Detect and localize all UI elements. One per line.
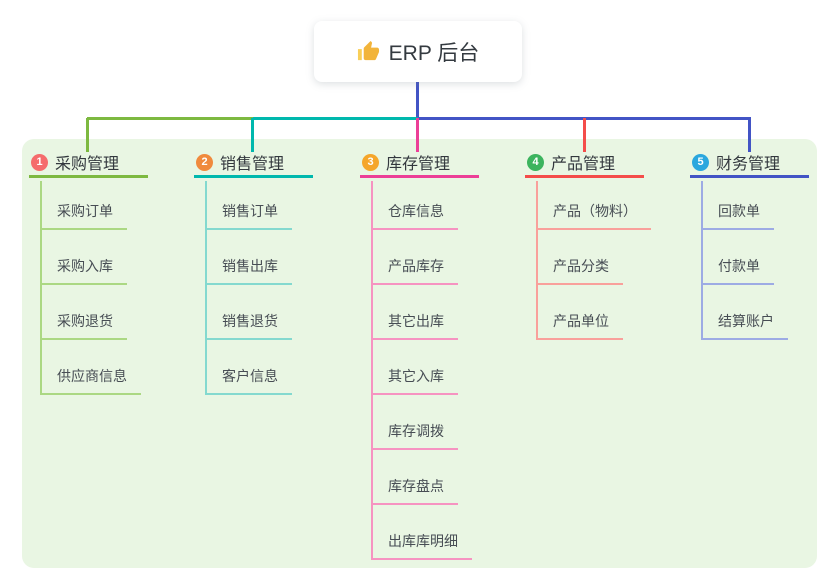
branch-children: 回款单付款单结算账户	[701, 175, 788, 340]
child-node-label: 产品库存	[371, 256, 458, 285]
child-node-label: 销售订单	[205, 201, 292, 230]
child-node[interactable]: 采购入库	[40, 230, 141, 285]
thumbs-up-icon	[357, 40, 380, 63]
child-node[interactable]: 销售出库	[205, 230, 292, 285]
child-node[interactable]: 产品（物料）	[536, 175, 651, 230]
child-node-label: 其它入库	[371, 366, 458, 395]
bus-line-segment	[87, 117, 253, 120]
child-node[interactable]: 产品单位	[536, 285, 651, 340]
child-node[interactable]: 销售订单	[205, 175, 292, 230]
branch-children: 仓库信息产品库存其它出库其它入库库存调拨库存盘点出库库明细	[371, 175, 472, 560]
child-node[interactable]: 产品分类	[536, 230, 651, 285]
child-node[interactable]: 结算账户	[701, 285, 788, 340]
branch-number-badge: 1	[31, 153, 48, 171]
branch-title-label: 产品管理	[551, 156, 616, 173]
branch-number-badge: 3	[362, 153, 379, 171]
root-connector-line	[416, 82, 419, 120]
child-node-label: 库存调拨	[371, 421, 458, 450]
child-node-label: 销售出库	[205, 256, 292, 285]
child-node[interactable]: 采购订单	[40, 175, 141, 230]
branch-title[interactable]: 2 销售管理	[194, 149, 313, 178]
child-trunk-line	[205, 181, 207, 395]
branch-children: 销售订单销售出库销售退货客户信息	[205, 175, 292, 395]
branch-drop-line	[251, 118, 254, 152]
child-node[interactable]: 仓库信息	[371, 175, 472, 230]
child-trunk-line	[701, 181, 703, 340]
branch-children: 采购订单采购入库采购退货供应商信息	[40, 175, 141, 395]
child-node-label: 付款单	[701, 256, 774, 285]
branch-title-label: 库存管理	[386, 156, 451, 173]
child-node-label: 结算账户	[701, 311, 788, 340]
child-node-label: 采购入库	[40, 256, 127, 285]
child-node-label: 回款单	[701, 201, 774, 230]
root-node[interactable]: ERP 后台	[314, 21, 522, 82]
branch-children: 产品（物料） 产品分类产品单位	[536, 175, 651, 340]
child-node[interactable]: 销售退货	[205, 285, 292, 340]
child-trunk-line	[40, 181, 42, 395]
child-node-label: 其它出库	[371, 311, 458, 340]
branch-drop-line	[748, 118, 751, 152]
branch-drop-line	[86, 118, 89, 152]
child-node-label: 仓库信息	[371, 201, 458, 230]
child-node[interactable]: 付款单	[701, 230, 788, 285]
child-node[interactable]: 回款单	[701, 175, 788, 230]
child-node-label: 销售退货	[205, 311, 292, 340]
child-node-label: 产品单位	[536, 311, 623, 340]
child-node[interactable]: 库存调拨	[371, 395, 472, 450]
child-node-label: 客户信息	[205, 366, 292, 395]
child-node-label: 产品（物料）	[536, 201, 651, 230]
child-node-label: 采购订单	[40, 201, 127, 230]
branch-number-badge: 4	[527, 153, 544, 171]
branch-title[interactable]: 1 采购管理	[29, 149, 148, 178]
branch-number-badge: 2	[196, 153, 213, 171]
child-node-label: 供应商信息	[40, 366, 141, 395]
root-title: ERP 后台	[388, 41, 480, 65]
child-node[interactable]: 产品库存	[371, 230, 472, 285]
child-trunk-line	[371, 181, 373, 560]
child-node-label: 出库库明细	[371, 531, 472, 560]
child-node[interactable]: 其它出库	[371, 285, 472, 340]
child-node-label: 采购退货	[40, 311, 127, 340]
branches-panel	[22, 139, 817, 568]
child-node-label: 产品分类	[536, 256, 623, 285]
bus-line-segment	[253, 117, 418, 120]
child-node[interactable]: 客户信息	[205, 340, 292, 395]
branch-title[interactable]: 4 产品管理	[525, 149, 644, 178]
branch-number-badge: 5	[692, 153, 709, 171]
child-node-label: 库存盘点	[371, 476, 458, 505]
branch-drop-line	[416, 118, 419, 152]
branch-title[interactable]: 3 库存管理	[360, 149, 479, 178]
child-node[interactable]: 采购退货	[40, 285, 141, 340]
branch-title-label: 财务管理	[716, 156, 781, 173]
child-node[interactable]: 库存盘点	[371, 450, 472, 505]
branch-title[interactable]: 5 财务管理	[690, 149, 809, 178]
child-node[interactable]: 出库库明细	[371, 505, 472, 560]
branch-drop-line	[583, 118, 586, 152]
child-node[interactable]: 其它入库	[371, 340, 472, 395]
child-node[interactable]: 供应商信息	[40, 340, 141, 395]
child-trunk-line	[536, 181, 538, 340]
branch-title-label: 采购管理	[55, 156, 120, 173]
branch-title-label: 销售管理	[220, 156, 285, 173]
